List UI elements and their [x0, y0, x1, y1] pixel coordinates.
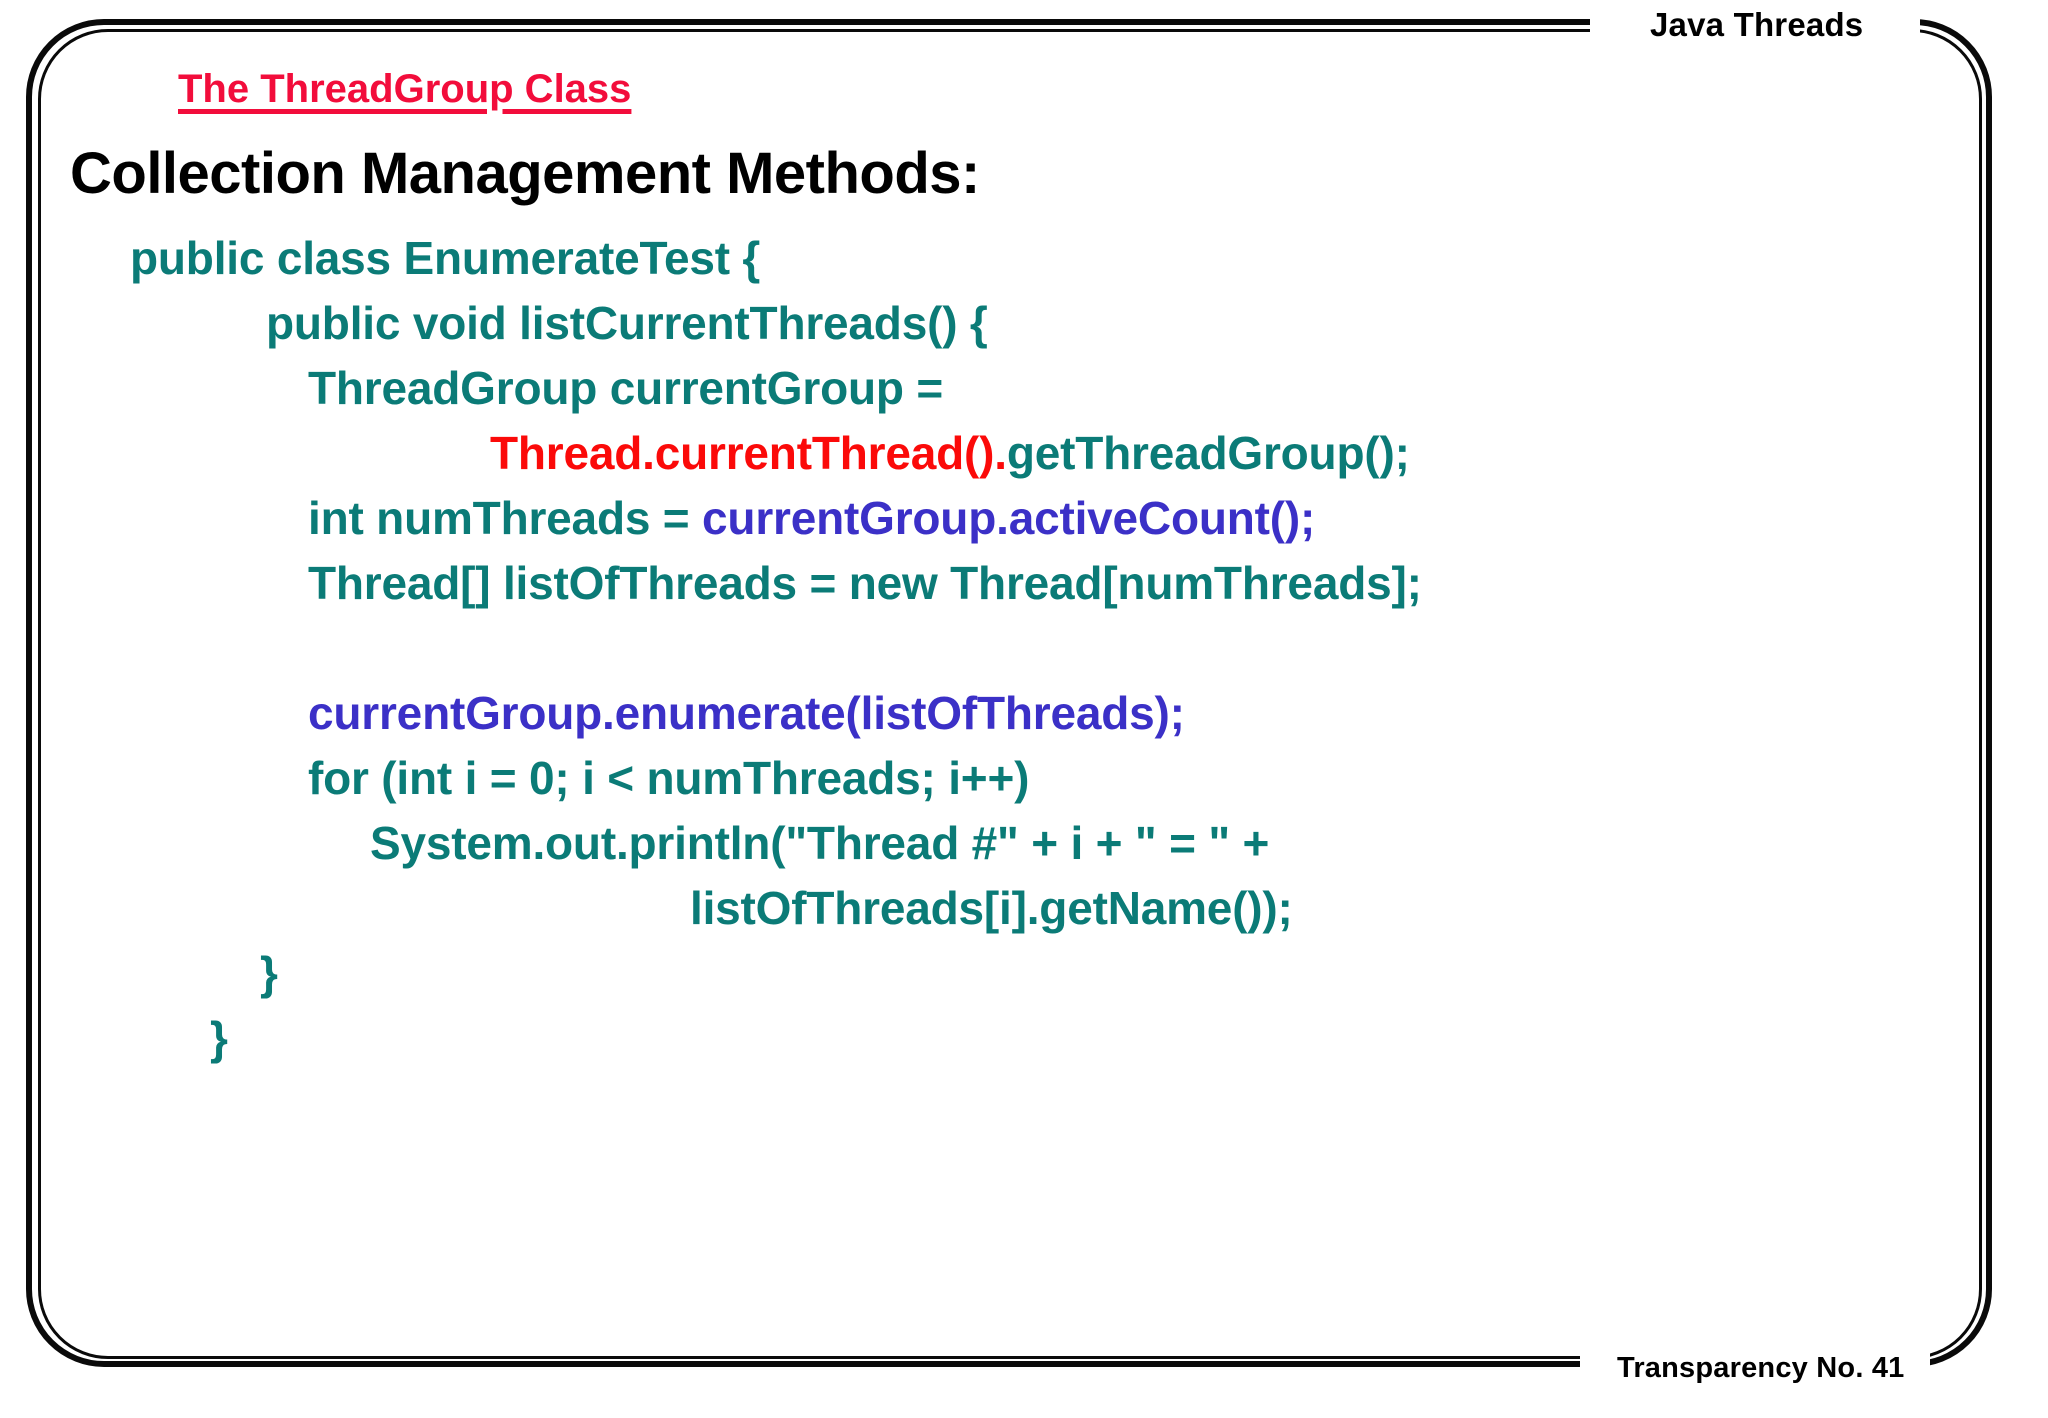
code-token: Thread[] listOfThreads = new Thread[numT…	[308, 557, 1422, 609]
code-token: int numThreads =	[308, 492, 703, 544]
code-line: int numThreads = currentGroup.activeCoun…	[70, 486, 1950, 551]
frame-gap-bottom-right	[1580, 1350, 1930, 1410]
code-line: }	[70, 1006, 1950, 1071]
code-token: Thread.currentThread().	[490, 427, 1007, 479]
code-token: currentGroup.enumerate(listOfThreads);	[308, 687, 1185, 739]
slide-footer-label: Transparency No. 41	[1617, 1352, 1905, 1384]
code-line: public class EnumerateTest {	[70, 226, 1950, 291]
code-token: }	[210, 1012, 228, 1064]
code-token: ThreadGroup currentGroup =	[308, 362, 944, 414]
code-line: ThreadGroup currentGroup =	[70, 356, 1950, 421]
code-token: currentGroup.activeCount();	[702, 492, 1316, 544]
code-line	[70, 616, 1950, 681]
page-title: Collection Management Methods:	[70, 141, 980, 206]
code-token: listOfThreads[i].getName());	[690, 882, 1293, 934]
java-code-listing: public class EnumerateTest { public void …	[70, 226, 1950, 1071]
code-line: }	[70, 941, 1950, 1006]
code-token: for (int i = 0; i < numThreads; i++)	[308, 752, 1030, 804]
code-line: for (int i = 0; i < numThreads; i++)	[70, 746, 1950, 811]
code-line: Thread[] listOfThreads = new Thread[numT…	[70, 551, 1950, 616]
slide-subtitle: The ThreadGroup Class	[178, 67, 632, 111]
code-line: public void listCurrentThreads() {	[70, 291, 1950, 356]
code-token: getThreadGroup();	[1006, 427, 1410, 479]
slide-header-label: Java Threads	[1650, 6, 1864, 43]
code-line: currentGroup.enumerate(listOfThreads);	[70, 681, 1950, 746]
code-line: Thread.currentThread().getThreadGroup();	[70, 421, 1950, 486]
code-token: public class EnumerateTest {	[130, 232, 761, 284]
code-line: listOfThreads[i].getName());	[70, 876, 1950, 941]
code-token: }	[260, 947, 278, 999]
frame-gap-top-right	[1590, 0, 1920, 60]
code-line: System.out.println("Thread #" + i + " = …	[70, 811, 1950, 876]
code-token: System.out.println("Thread #" + i + " = …	[370, 817, 1270, 869]
code-token: public void listCurrentThreads() {	[266, 297, 988, 349]
